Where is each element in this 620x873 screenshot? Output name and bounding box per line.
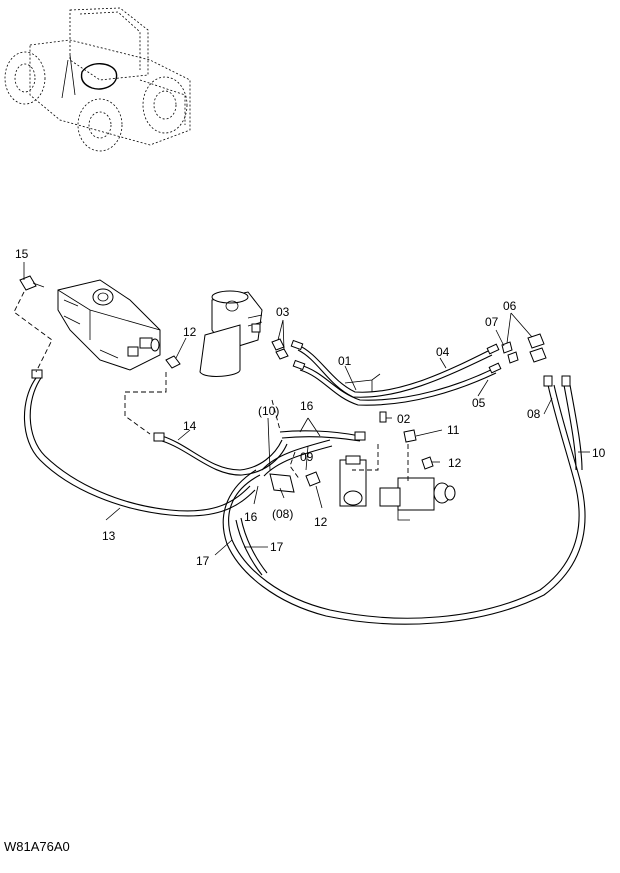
callout-17-left: 17	[196, 554, 210, 568]
fittings-03	[271, 338, 289, 360]
callout-06: 06	[503, 299, 517, 313]
callout-07: 07	[485, 315, 499, 329]
callout-04: 04	[436, 345, 450, 359]
fitting-11	[403, 429, 417, 443]
hose-13	[23, 369, 256, 517]
control-valve	[57, 279, 161, 371]
callout-08-paren: (08)	[272, 507, 293, 521]
callout-01: 01	[338, 354, 352, 368]
callout-13: 13	[102, 529, 116, 543]
callout-14: 14	[183, 419, 197, 433]
callout-03: 03	[276, 305, 290, 319]
clamp-01	[344, 373, 381, 392]
callout-08: 08	[527, 407, 541, 421]
callout-09: 09	[300, 450, 314, 464]
hoses-04-05	[290, 339, 502, 406]
callout-12-valve: 12	[183, 325, 197, 339]
callout-15: 15	[15, 247, 29, 261]
callout-16-top: 16	[300, 399, 314, 413]
callout-12-bottom: 12	[314, 515, 328, 529]
callout-10-paren: (10)	[258, 404, 279, 418]
callout-12-right: 12	[448, 456, 462, 470]
line-filter	[199, 290, 263, 377]
diagram-code: W81A76A0	[4, 839, 70, 854]
brake-valve-assembly	[339, 455, 456, 521]
callout-02: 02	[397, 412, 411, 426]
fitting-12-valve	[165, 355, 181, 369]
callout-10: 10	[592, 446, 606, 460]
highlight-region	[80, 63, 118, 90]
fittings-06-07	[501, 333, 547, 364]
callout-11: 11	[447, 423, 460, 437]
callout-17-right: 17	[270, 540, 284, 554]
fitting-12-right	[421, 456, 434, 470]
hose-14	[153, 432, 288, 476]
callout-05: 05	[472, 396, 486, 410]
fitting-08-center	[269, 473, 295, 493]
callout-16-bottom: 16	[244, 510, 258, 524]
fitting-12-bottom	[305, 471, 321, 487]
leader-lines	[23, 262, 590, 556]
bolt-02	[379, 411, 387, 423]
callout-labels: 15 12 03 01 04 02 05 06 07 08 10 11 12 1…	[15, 247, 606, 568]
machine-locator-thumbnail	[4, 7, 191, 152]
reference-lines	[13, 291, 409, 484]
